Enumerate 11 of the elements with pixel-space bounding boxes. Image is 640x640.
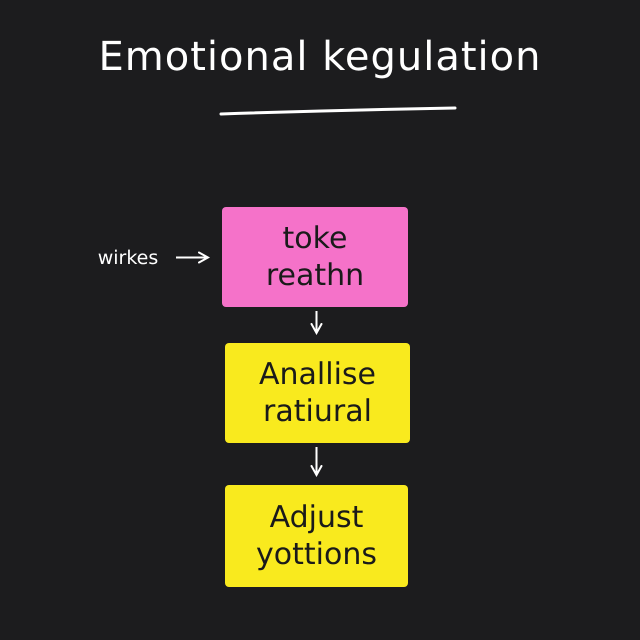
arrow <box>310 447 322 476</box>
title: Emotional kegulation <box>97 34 542 80</box>
node-text: toke reathn <box>264 220 366 294</box>
arrow <box>176 252 209 264</box>
node-text: wirkes <box>98 247 158 269</box>
process-box <box>225 485 408 587</box>
node-text: Adjust yottions <box>255 498 378 574</box>
node-text: Anallise ratiural <box>258 356 377 430</box>
arrow <box>310 311 322 334</box>
process-box <box>225 343 410 443</box>
process-box <box>222 207 408 307</box>
